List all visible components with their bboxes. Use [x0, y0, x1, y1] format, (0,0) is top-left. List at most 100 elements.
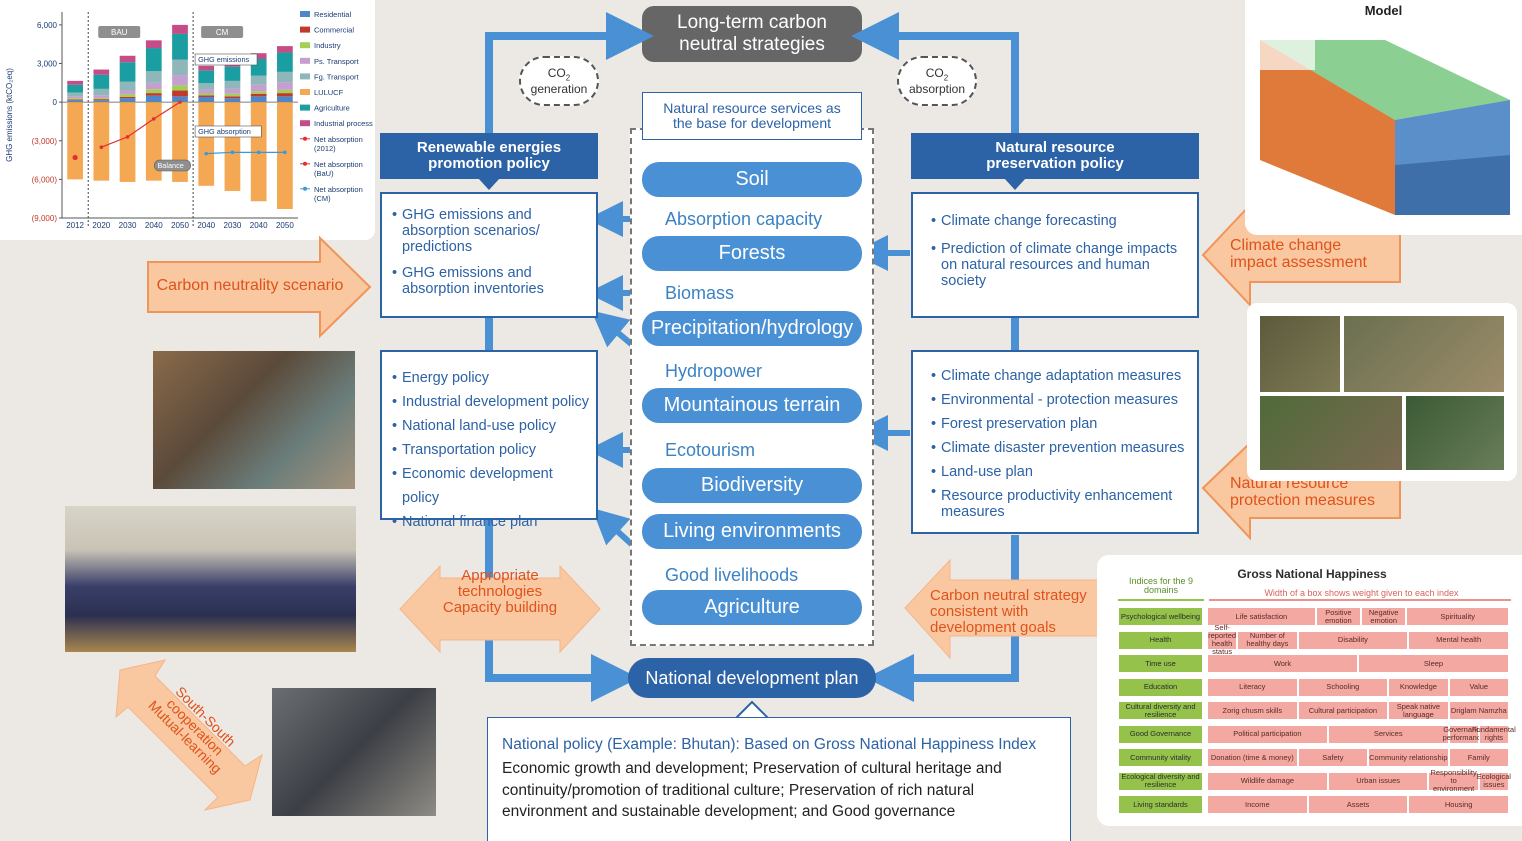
gnh-domain-cell: Health	[1118, 630, 1203, 650]
service-absorption: Absorption capacity	[665, 209, 823, 229]
bar-segment	[224, 88, 241, 94]
legend-label: (BaU)	[314, 169, 334, 178]
bar-segment	[119, 62, 136, 82]
right-box2-list: Climate change adaptation measures Envir…	[931, 364, 1191, 520]
model-title: Model	[1364, 3, 1403, 18]
bar-segment	[145, 89, 162, 94]
carbon-scenario-label: Carbon neutrality scenario	[156, 277, 344, 294]
resource-living: Living environments	[642, 514, 862, 549]
gnh-domains-header: Indices for the 9 domains	[1128, 576, 1194, 596]
bar-segment	[277, 82, 293, 90]
left-policy-box1: GHG emissions and absorption scenarios/ …	[380, 192, 598, 318]
legend-marker	[303, 136, 307, 141]
legend-swatch	[300, 120, 310, 127]
left-box2-item: Industrial development policy	[392, 390, 590, 414]
left-flow-down	[485, 520, 639, 702]
bar-segment	[119, 90, 136, 95]
gnh-index-cell: Value	[1448, 677, 1509, 697]
service-hydropower: Hydropower	[665, 361, 763, 381]
bar-segment	[277, 93, 293, 97]
bar-segment	[277, 52, 293, 72]
bar-segment	[250, 84, 267, 92]
annotation-label: GHG absorption	[198, 127, 251, 136]
right-box1-item: Prediction of climate change impacts on …	[931, 241, 1189, 290]
series-point	[256, 150, 261, 155]
bar-segment	[250, 93, 267, 97]
bar-segment	[172, 96, 188, 103]
legend-swatch	[300, 42, 310, 49]
gnh-index-cell: Fundamental rights	[1471, 724, 1516, 744]
right-flow-up	[851, 12, 1019, 145]
cm-label: CM	[216, 28, 229, 37]
legend-label: Fg. Transport	[314, 72, 360, 81]
bar-segment	[93, 95, 110, 98]
bar-segment	[119, 96, 136, 99]
bar-segment	[93, 88, 110, 96]
bar-segment	[277, 46, 293, 53]
bar-segment	[277, 96, 293, 103]
bar-segment	[198, 83, 215, 90]
series-point	[178, 100, 182, 104]
legend-label: Net absorption	[314, 135, 363, 144]
bar-segment	[119, 55, 136, 63]
service-livelihoods: Good livelihoods	[665, 565, 799, 585]
bar-segment	[93, 100, 110, 103]
bau-label: BAU	[111, 28, 128, 37]
bar-segment	[67, 92, 83, 97]
bar-segment	[250, 96, 267, 103]
national-policy-title: National policy (Example: Bhutan): Based…	[502, 736, 1037, 753]
gnh-index-cell: Assets	[1307, 795, 1409, 814]
legend-swatch	[300, 73, 310, 80]
annotation-box	[194, 53, 258, 66]
annotation-box	[194, 125, 262, 138]
legend-label: (CM)	[314, 194, 331, 203]
legend-label: Net absorption	[314, 160, 363, 169]
right-box2-item: Resource productivity enhancement measur…	[931, 484, 1191, 520]
legend-marker	[303, 161, 307, 166]
model-panel: Model	[1245, 0, 1522, 235]
bar-segment	[67, 96, 83, 99]
y-tick-label: 0	[53, 98, 58, 107]
model-illustration	[1260, 30, 1510, 215]
resource-precipitation: Precipitation/hydrology	[642, 311, 862, 346]
gnh-domain-cell: Psychological wellbeing	[1118, 607, 1203, 626]
bar-segment	[119, 102, 136, 182]
left-box2-item: Transportation policy	[392, 438, 590, 462]
bar-segment	[67, 80, 83, 85]
gnh-index-cell: Work	[1207, 654, 1358, 673]
gnh-index-cell: Safety	[1297, 748, 1369, 767]
left-box2-item: Energy policy	[392, 366, 590, 390]
annotation-label: GHG emissions	[198, 55, 249, 64]
right-policy-box2: Climate change adaptation measures Envir…	[911, 350, 1199, 534]
gnh-index-cell: Disability	[1297, 630, 1409, 650]
bar-segment	[145, 93, 162, 96]
right-policy-box1: Climate change forecasting Prediction of…	[911, 192, 1199, 318]
national-plan-button: National development plan	[628, 658, 876, 698]
x-tick-label: 2050	[171, 221, 189, 230]
south-south-arrow	[115, 659, 263, 811]
gnh-domain-cell: Ecological diversity and resilience	[1118, 771, 1203, 791]
gnh-index-cell: Income	[1207, 795, 1308, 814]
gnh-index-cell: Cultural participation	[1297, 701, 1389, 720]
annotation-box	[154, 159, 191, 172]
series-point	[230, 150, 235, 155]
photo-weaving	[153, 351, 355, 489]
bar-segment	[277, 102, 293, 209]
gnh-index-cell: Zorig chusm skills	[1207, 701, 1298, 720]
left-policy-header: Renewable energies promotion policy	[380, 133, 598, 179]
right-box1-list: Climate change forecasting Prediction of…	[931, 213, 1189, 290]
legend-swatch	[300, 57, 310, 64]
gnh-index-cell: Ecological issues	[1476, 771, 1511, 791]
gnh-index-cell: Mental health	[1408, 630, 1509, 650]
gnh-index-cell: Donation (time & money)	[1207, 748, 1298, 767]
gnh-index-cell: Governance performance	[1442, 724, 1485, 744]
y-tick-label: 3,000	[37, 60, 58, 69]
right-box1-item: Climate change forecasting	[931, 213, 1189, 230]
right-box2-item: Land-use plan	[931, 460, 1191, 484]
series-point	[99, 145, 104, 149]
